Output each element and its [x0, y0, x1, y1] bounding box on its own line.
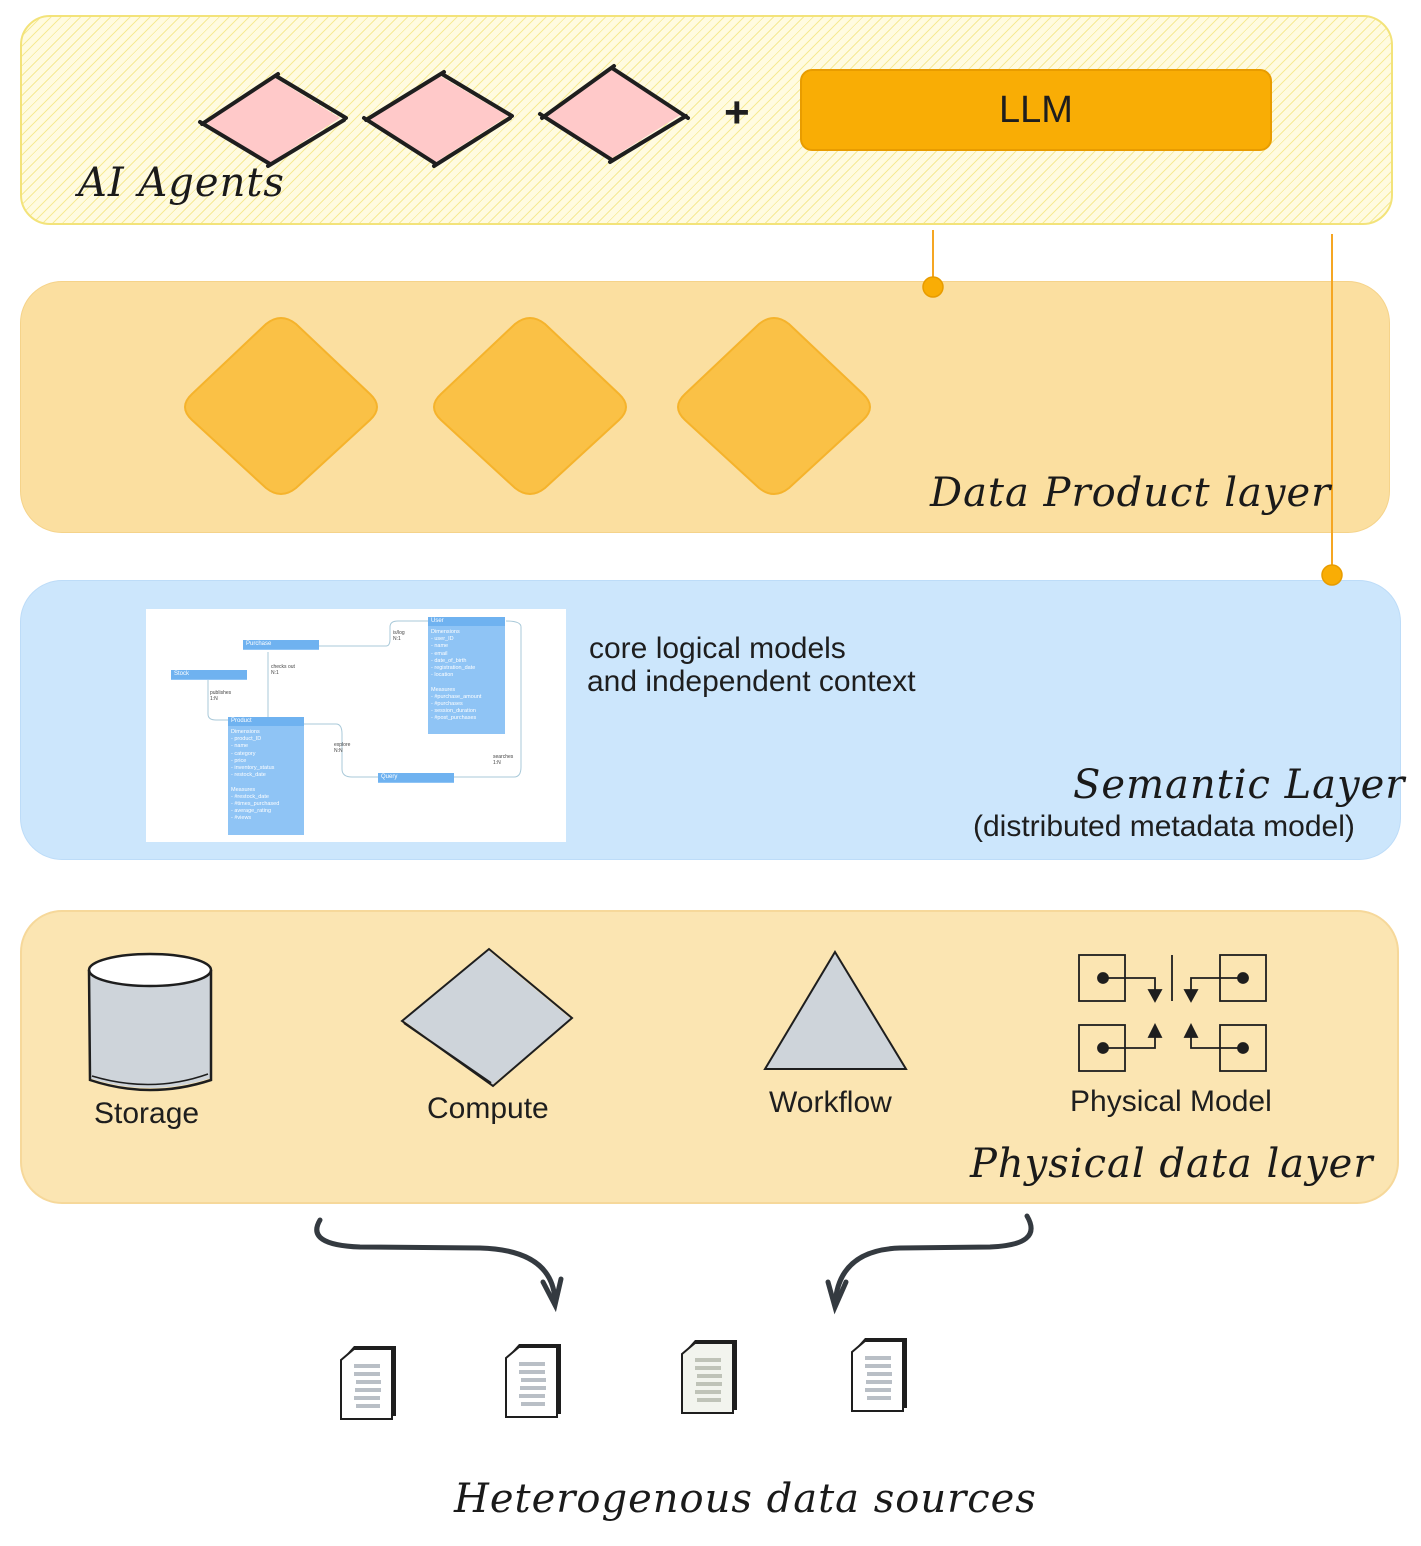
semantic-layer-subtitle: (distributed metadata model) — [973, 810, 1355, 843]
physical-model-label: Physical Model — [1070, 1085, 1272, 1118]
relation-label: explore N:N — [334, 742, 351, 754]
data-product-diamond-icon — [433, 317, 627, 495]
semantic-model-links — [207, 620, 522, 778]
arrow-to-sources-left — [314, 1217, 564, 1313]
semantic-model-thumbnail: User Dimensions - user_ID - name - email… — [146, 609, 566, 842]
agent-diamond-icon — [538, 64, 690, 164]
ai-agents-title: AI Agents — [78, 160, 285, 206]
storage-cylinder-icon — [87, 952, 213, 1092]
physical-data-layer — [20, 910, 1399, 1204]
relation-label: searches 1:N — [493, 754, 514, 766]
compute-diamond-icon — [400, 947, 574, 1088]
data-product-layer-title: Data Product layer — [930, 470, 1332, 516]
data-product-diamond-icon — [677, 317, 871, 495]
semantic-layer-title: Semantic Layer — [1073, 762, 1406, 808]
entity-stock: Stock — [171, 670, 247, 680]
sources-title: Heterogenous data sources — [454, 1476, 1037, 1522]
agent-diamond-icon — [198, 72, 348, 168]
entity-query: Query — [378, 773, 454, 783]
physical-model-link-icon — [1078, 954, 1267, 1072]
llm-box: LLM — [800, 69, 1272, 151]
storage-label: Storage — [94, 1097, 200, 1130]
physical-layer-title: Physical data layer — [970, 1141, 1374, 1187]
connector-llm-to-data-product — [922, 230, 944, 298]
semantic-description-line2: and independent context — [587, 665, 916, 698]
arrow-to-sources-right — [825, 1213, 1034, 1315]
relation-label: checks out N:1 — [271, 664, 295, 676]
workflow-label: Workflow — [769, 1086, 892, 1119]
data-product-diamond-icon — [184, 317, 378, 495]
plus-sign: + — [724, 88, 750, 137]
entity-purchase: Purchase — [243, 640, 319, 650]
connector-llm-to-semantic — [1321, 234, 1343, 586]
document-icon — [851, 1338, 907, 1412]
document-icon — [505, 1344, 561, 1418]
compute-label: Compute — [427, 1092, 549, 1125]
llm-label: LLM — [999, 88, 1073, 131]
workflow-triangle-icon — [763, 950, 908, 1070]
agent-diamond-icon — [362, 70, 514, 168]
document-icon — [340, 1346, 396, 1420]
relation-label: publishes 1:N — [210, 690, 232, 702]
semantic-description-line1: core logical models — [589, 632, 846, 665]
relation-label: is/log N:1 — [393, 630, 405, 642]
document-icon — [681, 1340, 737, 1414]
entity-product: Product Dimensions - product_ID - name -… — [228, 717, 304, 835]
semantic-description: core logical models and independent cont… — [587, 632, 916, 698]
entity-user: User Dimensions - user_ID - name - email… — [428, 617, 505, 734]
